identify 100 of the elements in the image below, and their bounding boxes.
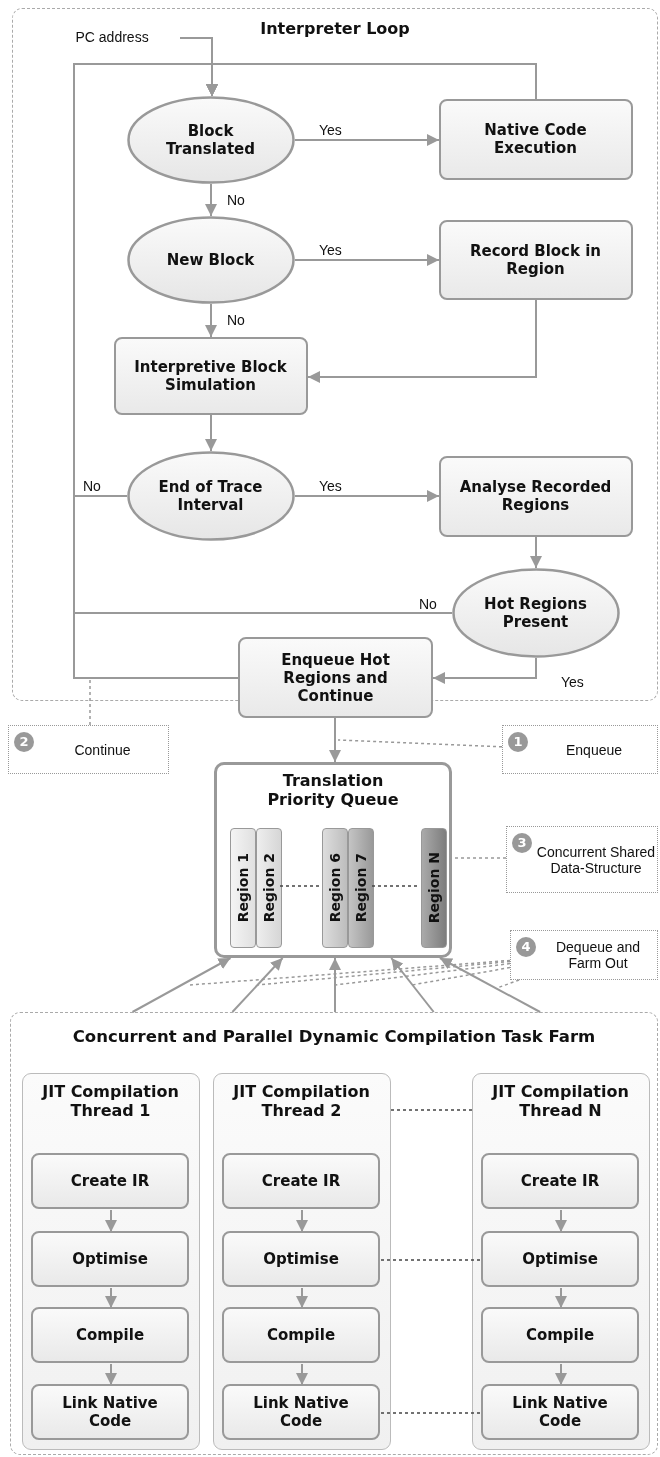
- node-label: Create IR: [261, 1172, 341, 1190]
- arrow: [105, 1287, 117, 1309]
- dotted-line: [371, 885, 420, 887]
- slot-label: Region 6: [326, 852, 343, 923]
- arrow: [296, 1363, 308, 1386]
- edge-label: No: [82, 478, 102, 494]
- edge-label: No: [226, 312, 246, 328]
- leader-line: [337, 739, 503, 748]
- arrow: [73, 63, 239, 679]
- process-box: [481, 1153, 639, 1209]
- edge-label: Yes: [318, 478, 343, 494]
- queue-slot: [229, 827, 256, 948]
- leader-line: [411, 966, 511, 986]
- process-box: [31, 1307, 189, 1363]
- thread-panel: [471, 1072, 650, 1450]
- callout-box: [8, 725, 169, 774]
- arrow: [438, 957, 542, 1013]
- process-box: [481, 1307, 639, 1363]
- callout-number: 4: [516, 937, 536, 957]
- arrow: [131, 957, 232, 1013]
- queue-slot: [347, 827, 374, 948]
- leader-line: [496, 979, 520, 989]
- node-label: Create IR: [70, 1172, 150, 1190]
- arrow: [294, 134, 440, 146]
- panel-title: JIT Compilation Thread 1: [40, 1081, 180, 1120]
- leader-line: [256, 960, 511, 986]
- node-label: Compile: [266, 1326, 336, 1344]
- node-label: Compile: [75, 1326, 145, 1344]
- queue-panel: [214, 762, 452, 958]
- slot-label: Region 2: [260, 852, 277, 923]
- arrow: [296, 1287, 308, 1309]
- decision-oval: [126, 95, 295, 184]
- queue-slot: [321, 827, 348, 948]
- arrow: [329, 957, 341, 1013]
- group-title: Concurrent and Parallel Dynamic Compilation Task Farm: [72, 1027, 596, 1046]
- group-frame: [10, 1012, 658, 1455]
- edge-label: Yes: [318, 242, 343, 258]
- callout-box: [506, 826, 658, 893]
- node-label: Optimise: [72, 1250, 148, 1268]
- node-label: Analyse Recorded Regions: [458, 478, 613, 514]
- queue-slot: [420, 827, 447, 948]
- node-label: Enqueue Hot Regions and Continue: [280, 650, 391, 705]
- arrow: [294, 490, 440, 502]
- node-label: Hot Regions Present: [483, 594, 588, 631]
- callout-number: 3: [512, 833, 532, 853]
- callout-text: Continue: [74, 741, 131, 758]
- edge-label: Yes: [318, 122, 343, 138]
- leader-line: [334, 962, 511, 986]
- dotted-line: [279, 885, 321, 887]
- arrow: [205, 414, 217, 452]
- node-label: Optimise: [263, 1250, 339, 1268]
- callout-text: Dequeue and Farm Out: [554, 939, 642, 971]
- process-box: [113, 336, 308, 415]
- arrow: [205, 303, 217, 338]
- process-box: [438, 455, 633, 537]
- edge-label: Yes: [560, 674, 585, 690]
- decision-oval: [126, 450, 295, 541]
- arrow: [329, 717, 341, 763]
- process-box: [31, 1384, 189, 1440]
- arrow: [105, 1209, 117, 1233]
- node-label: Link Native Code: [511, 1394, 609, 1430]
- arrow: [555, 1287, 567, 1309]
- arrow: [530, 536, 542, 569]
- edge-label: No: [226, 192, 246, 208]
- process-box: [481, 1231, 639, 1287]
- slot-label: Region 7: [352, 852, 369, 923]
- node-label: End of Trace Interval: [157, 477, 264, 514]
- callout-number: 2: [14, 732, 34, 752]
- node-label: Native Code Execution: [483, 121, 588, 157]
- panel-title: JIT Compilation Thread N: [490, 1081, 630, 1120]
- node-label: Block Translated: [164, 121, 257, 158]
- node-label: Optimise: [522, 1250, 598, 1268]
- decision-oval: [451, 567, 620, 658]
- leader-line: [89, 677, 91, 726]
- process-box: [222, 1153, 380, 1209]
- callout-box: [502, 725, 658, 774]
- group-title: Interpreter Loop: [260, 19, 410, 38]
- node-label: Link Native Code: [252, 1394, 350, 1430]
- thread-panel: [21, 1072, 200, 1450]
- node-label: Link Native Code: [61, 1394, 159, 1430]
- arrow: [307, 299, 537, 383]
- node-label: Interpretive Block Simulation: [133, 357, 288, 394]
- callout-text: Concurrent Shared Data-Structure: [535, 843, 657, 876]
- node-label: New Block: [166, 250, 255, 269]
- arrow: [294, 254, 440, 266]
- arrow: [555, 1209, 567, 1233]
- decision-oval: [126, 215, 295, 304]
- leader-line: [189, 959, 511, 986]
- dotted-line: [380, 1412, 483, 1414]
- callout-text: Enqueue: [565, 741, 623, 758]
- arrow: [105, 1363, 117, 1386]
- text-label: PC address: [75, 28, 149, 45]
- arrow: [231, 957, 284, 1013]
- queue-slot: [255, 827, 282, 948]
- node-label: Compile: [525, 1326, 595, 1344]
- callout-number: 1: [508, 732, 528, 752]
- dotted-line: [390, 1109, 473, 1111]
- process-box: [31, 1231, 189, 1287]
- arrow: [296, 1209, 308, 1233]
- dotted-line: [380, 1259, 483, 1261]
